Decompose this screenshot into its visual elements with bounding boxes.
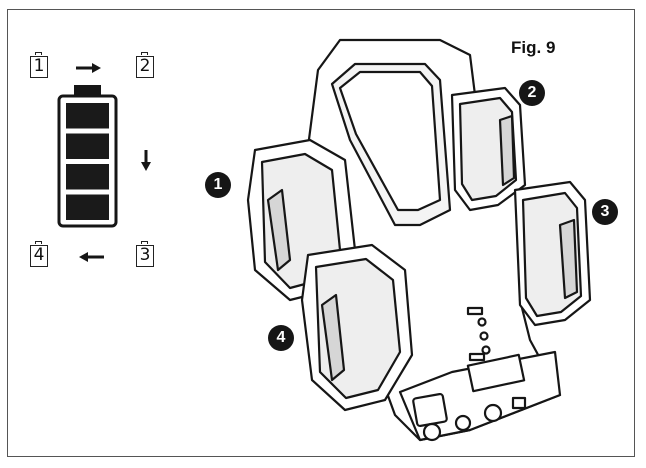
battery-slot-4 (300, 243, 414, 412)
charger-drawing (246, 38, 592, 442)
battery-level-cell (66, 194, 109, 220)
sequence-box-2: 2 (136, 52, 154, 78)
marker-4: 4 (268, 325, 294, 351)
arrow-left-icon (79, 252, 104, 262)
marker-2: 2 (519, 80, 545, 106)
sequence-box-1: 1 (30, 52, 48, 78)
arrow-down-icon (141, 150, 151, 171)
battery-slot-3 (513, 180, 592, 327)
sequence-box-4: 4 (30, 241, 48, 267)
battery-icon (57, 85, 118, 228)
battery-slot-2 (450, 86, 527, 212)
arrow-right-icon (76, 63, 101, 73)
figure-frame (7, 9, 635, 457)
battery-level-cell (66, 133, 109, 159)
battery-level-cell (66, 164, 109, 190)
figure-title: Fig. 9 (511, 38, 556, 57)
battery-level-cell (66, 103, 109, 129)
sequence-box-3: 3 (136, 241, 154, 267)
marker-3: 3 (592, 199, 618, 225)
marker-1: 1 (205, 172, 231, 198)
